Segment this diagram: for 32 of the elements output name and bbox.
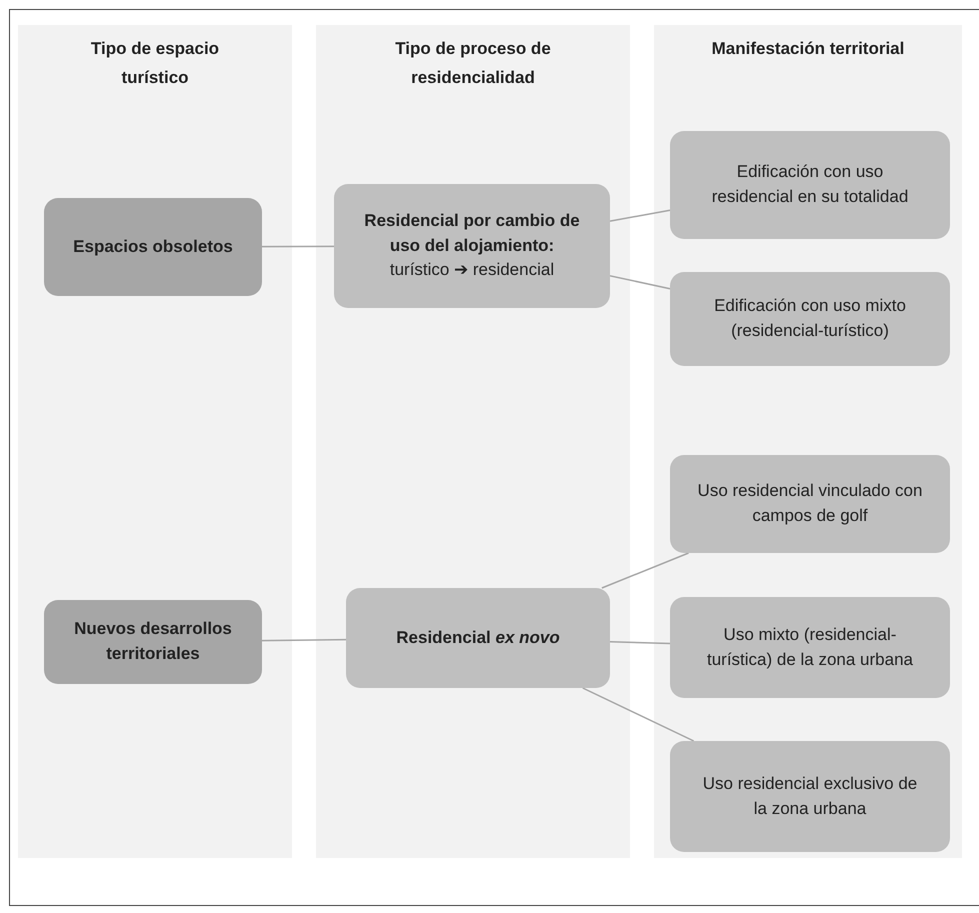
box-text: Nuevos desarrollos territoriales <box>73 618 233 665</box>
box-text: Residencial por cambio de uso del alojamiento: <box>363 210 581 257</box>
connector-line <box>262 246 334 248</box>
connector-line <box>610 210 670 222</box>
process-box <box>334 184 610 308</box>
box-text: Residencial ex novo <box>396 626 560 649</box>
column-band <box>18 25 292 858</box>
column-band <box>654 25 962 858</box>
column-heading: Tipo de proceso de residencialidad <box>394 38 552 89</box>
connector-line <box>262 638 346 642</box>
column-heading: Tipo de espacio turístico <box>90 38 220 89</box>
box-text: Espacios obsoletos <box>73 236 233 258</box>
process-box <box>670 272 950 366</box>
box-text: Uso residencial vinculado con campos de golf <box>696 480 924 527</box>
process-box <box>670 455 950 553</box>
box-text: turístico ➔ residencial <box>390 259 554 282</box>
process-box <box>670 597 950 698</box>
connector-line <box>610 641 670 644</box>
process-box <box>670 131 950 239</box>
connector-line <box>610 275 670 290</box>
process-box <box>670 741 950 852</box>
category-box <box>44 600 262 684</box>
connector-line <box>602 552 689 589</box>
box-text: Uso residencial exclusivo de la zona urbana <box>702 772 918 820</box>
column-heading: Manifestación territorial <box>710 38 906 60</box>
box-text: Edificación con uso residencial en su totalidad <box>710 161 910 208</box>
column-band <box>316 25 630 858</box>
connector-line <box>582 687 694 742</box>
process-box <box>346 588 610 688</box>
box-text: Uso mixto (residencial-turística) de la zona urbana <box>706 624 914 670</box>
category-box <box>44 198 262 296</box>
box-text: Edificación con uso mixto (residencial-turístico) <box>713 295 907 342</box>
